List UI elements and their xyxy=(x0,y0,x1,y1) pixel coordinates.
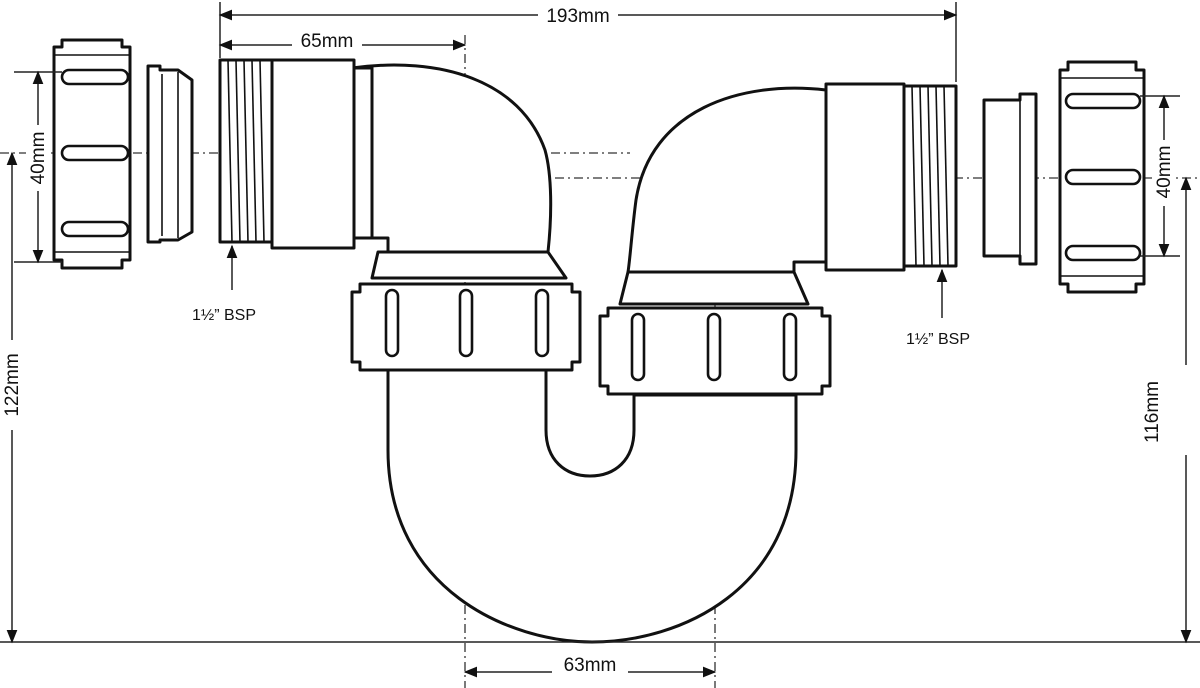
u-bend xyxy=(386,368,798,644)
right-inlet-body xyxy=(618,82,958,306)
left-compression-nut xyxy=(52,38,132,270)
left-compression-washer xyxy=(146,64,194,244)
label-bottom-span: 63mm xyxy=(564,655,617,676)
right-compression-washer xyxy=(982,92,1038,266)
left-inlet-body xyxy=(218,58,568,280)
label-left-diameter: 40mm xyxy=(28,132,49,185)
label-right-height: 116mm xyxy=(1142,381,1163,443)
label-inlet-length: 65mm xyxy=(301,31,354,52)
right-union-nut xyxy=(598,306,832,396)
label-left-thread: 1½” BSP xyxy=(192,307,256,324)
dimension-labels: 193mm 65mm 63mm 122mm 40mm 116mm 40mm 1½… xyxy=(0,3,1198,678)
right-compression-nut xyxy=(1058,60,1146,294)
label-right-thread: 1½” BSP xyxy=(906,331,970,348)
label-left-height: 122mm xyxy=(2,353,23,416)
left-union-nut xyxy=(350,282,582,372)
label-overall-width: 193mm xyxy=(546,6,609,27)
label-right-diameter: 40mm xyxy=(1154,146,1175,199)
